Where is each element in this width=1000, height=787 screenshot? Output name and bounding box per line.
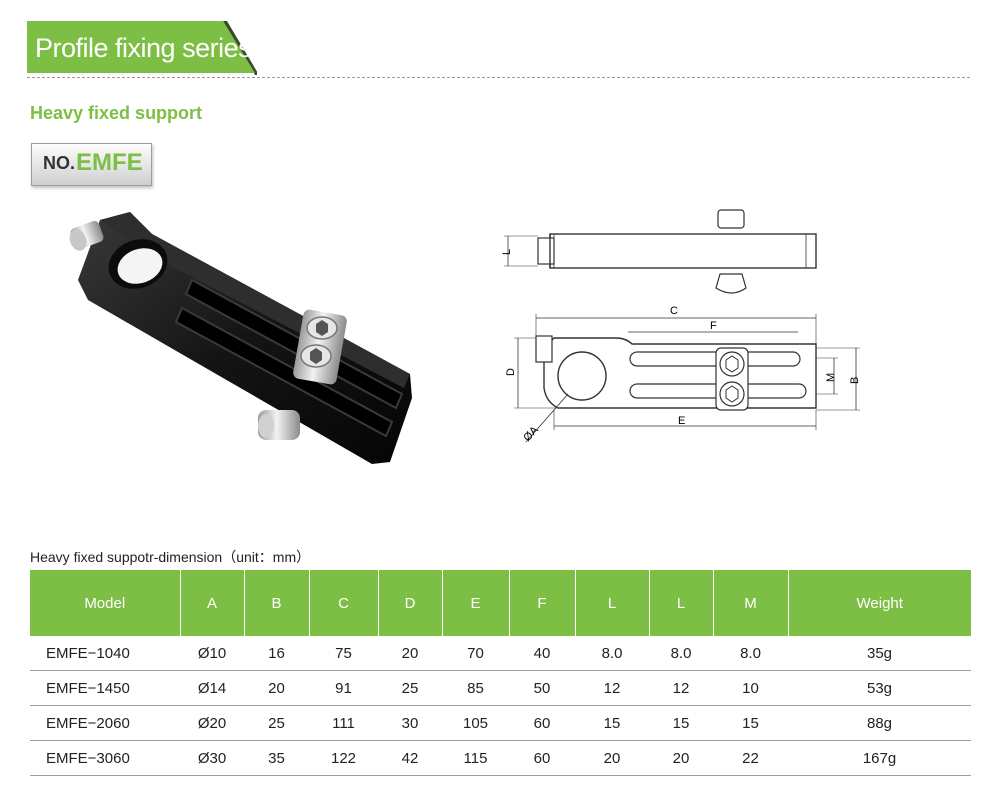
cell-weight: 88g xyxy=(788,705,971,741)
header-d: D xyxy=(378,570,443,636)
table-header-row: Model A B C D E F L L M Weight xyxy=(30,570,971,636)
cell-a: Ø20 xyxy=(180,705,244,741)
dim-label-c: C xyxy=(670,305,678,317)
cell-c: 111 xyxy=(309,705,378,741)
header-f: F xyxy=(509,570,576,636)
cell-weight: 167g xyxy=(788,740,971,776)
table-row: EMFE−2060 Ø20 25 111 30 105 60 15 15 15 … xyxy=(30,705,971,741)
cell-c: 91 xyxy=(309,670,378,706)
cell-a: Ø14 xyxy=(180,670,244,706)
dimension-table: Model A B C D E F L L M Weight EMFE−1040… xyxy=(30,570,971,776)
cell-e: 85 xyxy=(442,670,509,706)
cell-model: EMFE−1450 xyxy=(30,670,180,706)
dim-label-l: L xyxy=(501,249,513,255)
title-banner xyxy=(27,21,255,73)
cell-f: 60 xyxy=(509,705,575,741)
dim-label-a: ØA xyxy=(521,424,541,444)
header-a: A xyxy=(180,570,245,636)
table-caption: Heavy fixed suppotr-dimension（unit：mm） xyxy=(30,549,311,565)
product-photo xyxy=(69,212,412,464)
page-title: Profile fixing series xyxy=(35,33,252,63)
cell-model: EMFE−3060 xyxy=(30,740,180,776)
header-c: C xyxy=(309,570,379,636)
cell-a: Ø10 xyxy=(180,636,244,671)
cell-m: 8.0 xyxy=(713,636,788,671)
cell-b: 16 xyxy=(244,636,309,671)
cell-l2: 15 xyxy=(649,705,713,741)
cell-c: 75 xyxy=(309,636,378,671)
cell-weight: 35g xyxy=(788,636,971,671)
header-m: M xyxy=(713,570,789,636)
cell-e: 115 xyxy=(442,740,509,776)
cell-l1: 8.0 xyxy=(575,636,649,671)
header-l1: L xyxy=(575,570,650,636)
header-e: E xyxy=(442,570,510,636)
cell-b: 20 xyxy=(244,670,309,706)
cell-l2: 12 xyxy=(649,670,713,706)
header-weight: Weight xyxy=(788,570,971,636)
header-model: Model xyxy=(30,570,181,636)
dim-label-b: B xyxy=(849,377,861,384)
cell-l2: 20 xyxy=(649,740,713,776)
cell-a: Ø30 xyxy=(180,740,244,776)
header-b: B xyxy=(244,570,310,636)
cell-d: 30 xyxy=(378,705,442,741)
table-row: EMFE−1040 Ø10 16 75 20 70 40 8.0 8.0 8.0… xyxy=(30,636,971,671)
cell-m: 10 xyxy=(713,670,788,706)
cell-d: 20 xyxy=(378,636,442,671)
cell-b: 35 xyxy=(244,740,309,776)
dim-label-m: M xyxy=(825,373,837,382)
model-number-box xyxy=(31,143,152,186)
cell-l1: 15 xyxy=(575,705,649,741)
product-subtitle: Heavy fixed support xyxy=(30,103,203,123)
cell-f: 40 xyxy=(509,636,575,671)
table-row: EMFE−1450 Ø14 20 91 25 85 50 12 12 10 53… xyxy=(30,670,971,706)
cell-d: 42 xyxy=(378,740,442,776)
cell-l1: 12 xyxy=(575,670,649,706)
dim-label-e: E xyxy=(678,415,685,427)
model-prefix: NO. xyxy=(43,153,76,173)
cell-b: 25 xyxy=(244,705,309,741)
cell-c: 122 xyxy=(309,740,378,776)
cell-e: 70 xyxy=(442,636,509,671)
cell-d: 25 xyxy=(378,670,442,706)
cell-model: EMFE−2060 xyxy=(30,705,180,741)
model-code: EMFE xyxy=(76,149,143,176)
table-row: EMFE−3060 Ø30 35 122 42 115 60 20 20 22 … xyxy=(30,740,971,776)
dimension-drawing: L C F D M B E ØA xyxy=(501,209,861,444)
dim-label-f: F xyxy=(710,320,717,332)
cell-l1: 20 xyxy=(575,740,649,776)
cell-l2: 8.0 xyxy=(649,636,713,671)
cell-f: 50 xyxy=(509,670,575,706)
cell-model: EMFE−1040 xyxy=(30,636,180,671)
header-l2: L xyxy=(649,570,714,636)
cell-m: 15 xyxy=(713,705,788,741)
cell-weight: 53g xyxy=(788,670,971,706)
cell-f: 60 xyxy=(509,740,575,776)
cell-m: 22 xyxy=(713,740,788,776)
dim-label-d: D xyxy=(505,368,517,376)
dashed-divider xyxy=(27,77,970,78)
cell-e: 105 xyxy=(442,705,509,741)
